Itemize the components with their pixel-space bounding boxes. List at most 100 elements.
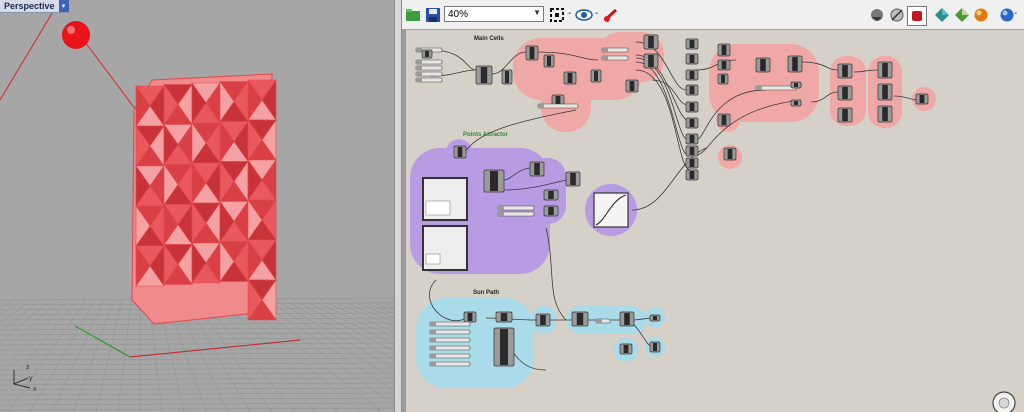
mesh-facet <box>135 245 151 287</box>
param-component[interactable] <box>837 63 853 79</box>
number-slider[interactable] <box>537 103 579 109</box>
param-component[interactable] <box>685 101 699 113</box>
param-component[interactable] <box>685 145 699 157</box>
number-slider[interactable] <box>429 337 471 343</box>
param-component[interactable] <box>619 343 633 355</box>
image-sampler-1[interactable] <box>422 177 468 221</box>
param-component[interactable] <box>543 189 559 201</box>
attractor-point-sphere[interactable] <box>62 21 90 49</box>
number-slider[interactable] <box>755 85 797 91</box>
open-file-icon[interactable] <box>404 6 422 24</box>
number-slider[interactable] <box>429 345 471 351</box>
param-component[interactable] <box>643 53 659 69</box>
rhino-viewport[interactable]: z y x Perspective ▾ <box>0 0 394 412</box>
param-component[interactable] <box>787 55 803 73</box>
param-component[interactable] <box>790 81 802 89</box>
param-component[interactable] <box>619 311 635 327</box>
param-component[interactable] <box>717 59 731 71</box>
param-component[interactable] <box>565 171 581 187</box>
param-component[interactable] <box>529 161 545 177</box>
param-component[interactable] <box>495 311 513 323</box>
param-component[interactable] <box>535 313 551 327</box>
navigation-compass-icon[interactable] <box>992 391 1016 412</box>
param-component[interactable] <box>643 34 659 50</box>
param-component[interactable] <box>649 341 661 353</box>
param-component[interactable] <box>717 43 731 57</box>
sketch-icon[interactable] <box>602 6 620 24</box>
zoom-extents-icon[interactable] <box>548 6 566 24</box>
param-component[interactable] <box>685 69 699 81</box>
zoom-level-select[interactable]: 40% ▼ <box>444 6 544 22</box>
image-sampler-preview <box>425 200 451 216</box>
graph-mapper[interactable] <box>593 192 629 228</box>
param-component[interactable] <box>723 147 737 161</box>
sun-path-group[interactable] <box>416 298 665 388</box>
preview-eye-icon[interactable] <box>575 6 593 24</box>
param-component[interactable] <box>571 311 589 327</box>
preview-selected-icon[interactable] <box>907 6 927 26</box>
param-component[interactable] <box>525 45 539 61</box>
param-component[interactable] <box>563 71 577 85</box>
param-component[interactable] <box>717 73 729 85</box>
number-slider[interactable] <box>415 71 443 77</box>
param-component[interactable] <box>649 314 661 322</box>
param-component[interactable] <box>453 145 467 159</box>
wire <box>853 69 879 73</box>
param-component[interactable] <box>837 85 853 101</box>
param-component[interactable] <box>543 54 555 68</box>
number-slider[interactable] <box>601 55 629 61</box>
number-slider[interactable] <box>429 361 471 367</box>
param-component[interactable] <box>501 69 513 85</box>
param-component[interactable] <box>837 107 853 123</box>
param-component[interactable] <box>685 84 699 96</box>
save-icon[interactable] <box>424 6 442 24</box>
number-slider[interactable] <box>415 77 443 83</box>
param-component[interactable] <box>790 99 802 107</box>
panel-splitter[interactable] <box>394 0 402 412</box>
param-component[interactable] <box>685 53 699 65</box>
graph-mapper-curve <box>595 194 627 226</box>
param-component[interactable] <box>877 83 893 101</box>
triangle-down-icon[interactable]: ▾ <box>58 0 69 12</box>
number-slider[interactable] <box>429 321 471 327</box>
render-icon[interactable] <box>953 6 971 24</box>
number-slider[interactable] <box>429 329 471 335</box>
param-component[interactable] <box>685 157 699 169</box>
number-slider[interactable] <box>415 65 443 71</box>
param-component[interactable] <box>543 205 559 217</box>
param-component[interactable] <box>421 49 433 59</box>
preview-wire-icon[interactable] <box>888 6 906 24</box>
param-component[interactable] <box>463 311 477 323</box>
grid-line <box>0 367 394 371</box>
number-slider[interactable] <box>595 318 611 324</box>
param-component[interactable] <box>755 57 771 73</box>
viewport-sphere-icon[interactable] <box>998 6 1016 24</box>
param-component[interactable] <box>877 105 893 123</box>
sun-path-component[interactable] <box>493 327 515 367</box>
sphere-icon[interactable] <box>972 6 990 24</box>
param-component[interactable] <box>717 113 731 127</box>
image-sampler-2[interactable] <box>422 225 468 271</box>
group-label-sun-path: Sun Path <box>473 290 499 296</box>
cull-component[interactable] <box>475 65 493 85</box>
param-component[interactable] <box>483 169 505 193</box>
grasshopper-canvas[interactable]: Main Cells Points Attractor Sun Path <box>402 30 1024 412</box>
param-component[interactable] <box>685 169 699 181</box>
number-slider[interactable] <box>601 47 629 53</box>
material-icon[interactable] <box>933 6 951 24</box>
param-component[interactable] <box>685 133 699 145</box>
number-slider[interactable] <box>497 205 535 211</box>
param-component[interactable] <box>877 61 893 79</box>
viewport-tab[interactable]: Perspective ▾ <box>0 0 69 13</box>
grid-line <box>319 299 394 333</box>
number-slider[interactable] <box>429 353 471 359</box>
number-slider[interactable] <box>415 59 443 65</box>
param-component[interactable] <box>915 93 929 105</box>
param-component[interactable] <box>590 69 602 83</box>
preview-shaded-icon[interactable] <box>868 6 886 24</box>
mesh-facet <box>135 125 151 167</box>
number-slider[interactable] <box>497 211 535 217</box>
param-component[interactable] <box>685 117 699 129</box>
param-component[interactable] <box>685 38 699 50</box>
param-component[interactable] <box>625 79 639 93</box>
